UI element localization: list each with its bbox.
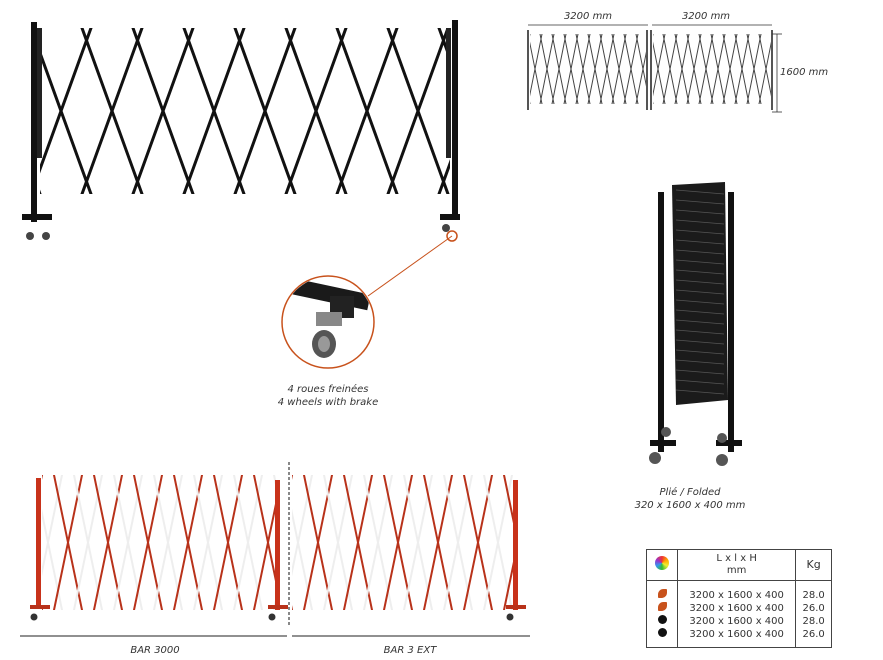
dimension-drawing xyxy=(527,24,782,113)
color-wheel-icon xyxy=(655,556,669,570)
dim-width-1: 3200 mm xyxy=(564,11,612,22)
orange-color-icon xyxy=(657,589,667,598)
header-weight: Kg xyxy=(795,549,832,581)
red-gate-image xyxy=(30,475,526,621)
bar-3000-label: BAR 3000 xyxy=(130,645,180,656)
row-dims: 3200 x 1600 x 400 xyxy=(676,602,797,615)
row-kg: 26.0 xyxy=(795,628,832,648)
wheels-caption-en: 4 wheels with brake xyxy=(277,397,379,408)
black-color-icon xyxy=(657,615,667,624)
leader-line xyxy=(367,235,453,297)
bar-3-ext-label: BAR 3 EXT xyxy=(383,645,437,656)
orange-color-icon xyxy=(657,602,667,611)
wheels-caption-fr: 4 roues freinées xyxy=(287,384,369,395)
header-unit: mm xyxy=(726,565,747,576)
dim-height: 1600 mm xyxy=(780,67,828,78)
folded-size: 320 x 1600 x 400 mm xyxy=(634,500,746,511)
row-dims: 3200 x 1600 x 400 xyxy=(676,628,797,648)
row-kg: 28.0 xyxy=(795,580,832,602)
wheel-detail-image xyxy=(281,275,375,369)
black-gate-image xyxy=(22,20,460,240)
row-kg: 28.0 xyxy=(795,615,832,628)
folded-caption: Plié / Folded xyxy=(659,487,721,498)
row-dims: 3200 x 1600 x 400 xyxy=(676,580,797,602)
wheel-highlight xyxy=(446,230,458,242)
dim-width-2: 3200 mm xyxy=(682,11,730,22)
header-dims: L x l x H xyxy=(716,553,757,564)
folded-gate-image xyxy=(649,182,742,466)
black-color-icon xyxy=(657,628,667,637)
row-dims: 3200 x 1600 x 400 xyxy=(676,615,797,628)
row-kg: 26.0 xyxy=(795,602,832,615)
